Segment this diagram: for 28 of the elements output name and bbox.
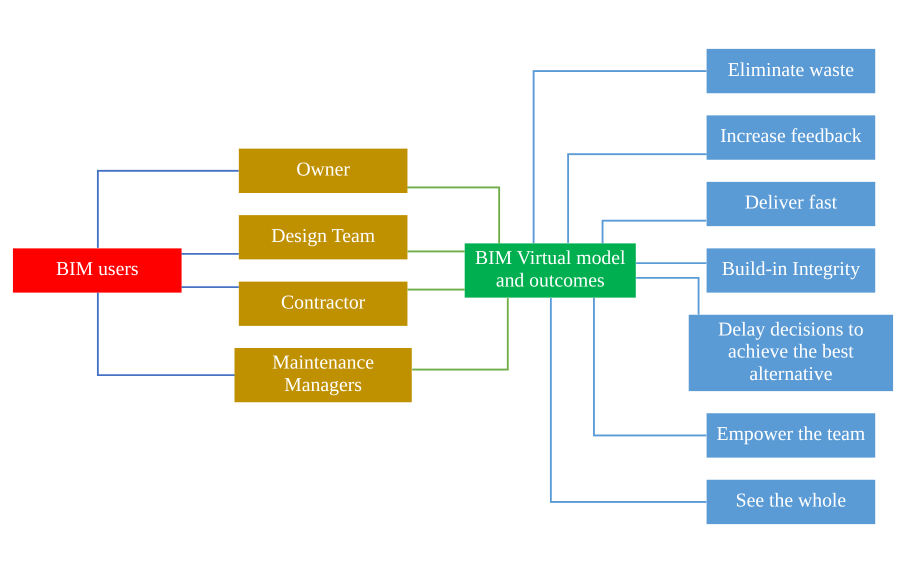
node-box: Design Team bbox=[238, 215, 408, 260]
node-box: Contractor bbox=[238, 282, 408, 326]
node-box: See the whole bbox=[706, 480, 876, 524]
connector bbox=[636, 276, 700, 315]
connector bbox=[602, 220, 706, 244]
node-box: Eliminate waste bbox=[706, 48, 876, 94]
connector bbox=[532, 70, 706, 244]
connector bbox=[550, 298, 706, 503]
node-box: Empower the team bbox=[706, 413, 876, 458]
connector bbox=[408, 288, 464, 290]
connector bbox=[408, 186, 500, 244]
connector bbox=[567, 153, 706, 243]
node-box: Deliver fast bbox=[706, 182, 876, 226]
connector bbox=[636, 262, 706, 264]
connector bbox=[408, 250, 464, 252]
connector bbox=[96, 170, 239, 248]
node-box: BIM Virtual model and outcomes bbox=[464, 243, 636, 298]
connector bbox=[593, 298, 706, 436]
connector bbox=[182, 252, 239, 255]
node-box: Delay decisions to achieve the best alternative bbox=[688, 314, 894, 392]
node-box: BIM users bbox=[12, 248, 182, 293]
node-box: Owner bbox=[238, 148, 408, 193]
connector bbox=[96, 292, 234, 376]
node-box: Increase feedback bbox=[706, 115, 876, 160]
connector bbox=[412, 298, 509, 371]
node-box: Build-in Integrity bbox=[706, 248, 876, 293]
connector bbox=[182, 286, 239, 288]
node-box: Maintenance Managers bbox=[234, 348, 412, 402]
